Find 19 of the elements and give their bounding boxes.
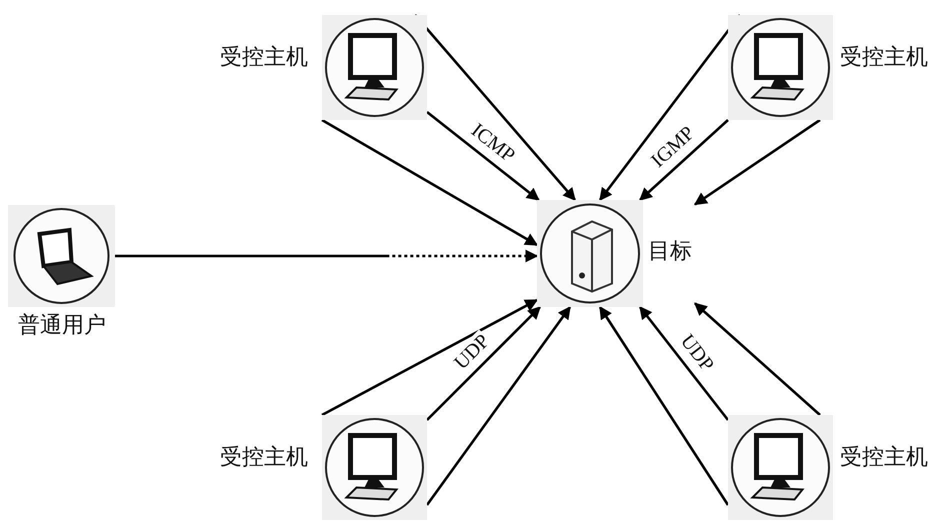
node-label: 受控主机 (220, 444, 308, 470)
arrow (321, 298, 538, 416)
arrow (598, 306, 730, 506)
node-label: 受控主机 (840, 44, 928, 70)
arrow (598, 14, 742, 202)
arrow (414, 14, 576, 201)
arrow (638, 306, 730, 421)
arrow (426, 306, 541, 421)
arrow (115, 250, 538, 262)
arrow (426, 110, 540, 202)
arrow (694, 118, 821, 206)
arrow (694, 302, 821, 416)
arrow (639, 119, 729, 201)
arrow (321, 118, 538, 246)
node-label: 目标 (648, 238, 692, 264)
node-label: 受控主机 (220, 44, 308, 70)
node-label: 普通用户 (18, 312, 106, 338)
node-label: 受控主机 (840, 444, 928, 470)
arrow (426, 306, 572, 506)
